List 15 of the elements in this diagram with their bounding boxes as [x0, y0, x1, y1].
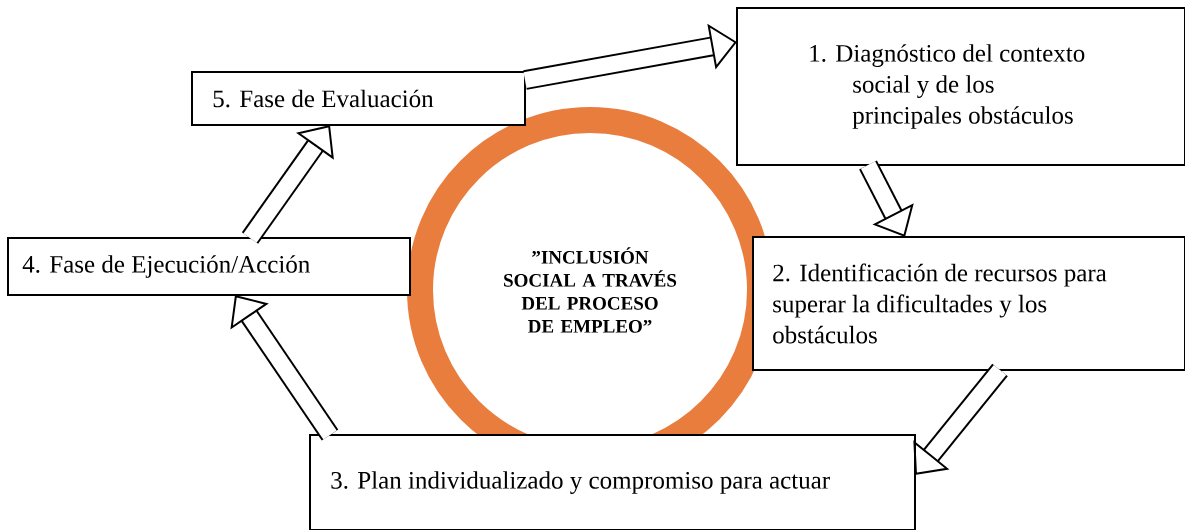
node-label: 3. Plan individualizado y compromiso para actuar [331, 471, 830, 494]
block-arrow [523, 23, 737, 90]
node-label: 1. Diagnóstico del contexto social y de los principales obstáculos [810, 44, 1085, 129]
block-arrow [913, 363, 1008, 475]
block-arrow [241, 125, 334, 244]
text-box [7, 237, 411, 296]
text-box [736, 7, 1185, 166]
block-arrow [230, 295, 339, 441]
block-arrow [859, 160, 914, 237]
text-box [191, 71, 526, 126]
text-box [309, 434, 916, 530]
text-box [752, 236, 1185, 371]
node-label: 4. Fase de Ejecución/Acción [22, 255, 310, 278]
node-label: 5. Fase de Evaluación [213, 89, 434, 108]
node-label: 2. Identificación de recursos para superar la dificultades y los obstáculos [773, 263, 1107, 344]
